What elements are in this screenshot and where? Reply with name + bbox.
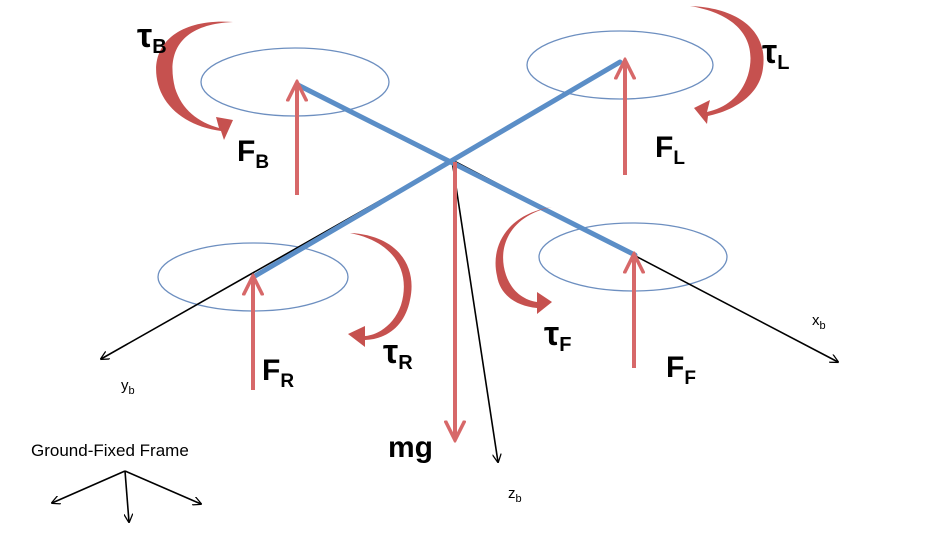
gravity-label: mg — [388, 431, 433, 464]
torque-arrow-front — [495, 207, 552, 314]
z-body-axis — [451, 159, 498, 462]
force-label-left: FL — [655, 131, 685, 169]
force-label-front: FF — [666, 351, 696, 389]
ground-frame-label: Ground-Fixed Frame — [31, 441, 189, 460]
x-axis-label: xb — [812, 312, 826, 332]
arm-back-front — [295, 82, 638, 258]
rotor-disc-left — [526, 30, 714, 100]
force-label-right: FR — [262, 354, 294, 392]
force-label-back: FB — [237, 135, 269, 173]
torque-arrow-left — [690, 6, 764, 124]
torque-label-front: τF — [544, 315, 571, 356]
z-axis-label: zb — [508, 485, 522, 505]
arm-right-left — [252, 59, 623, 279]
ground-frame-axes — [52, 470, 201, 522]
y-axis-label: yb — [121, 377, 135, 397]
torque-label-left: τL — [762, 33, 789, 74]
torque-label-right: τR — [383, 333, 413, 374]
torque-arrow-right — [348, 233, 412, 347]
torque-arrow-back — [156, 21, 233, 140]
torque-label-back: τB — [137, 17, 167, 58]
